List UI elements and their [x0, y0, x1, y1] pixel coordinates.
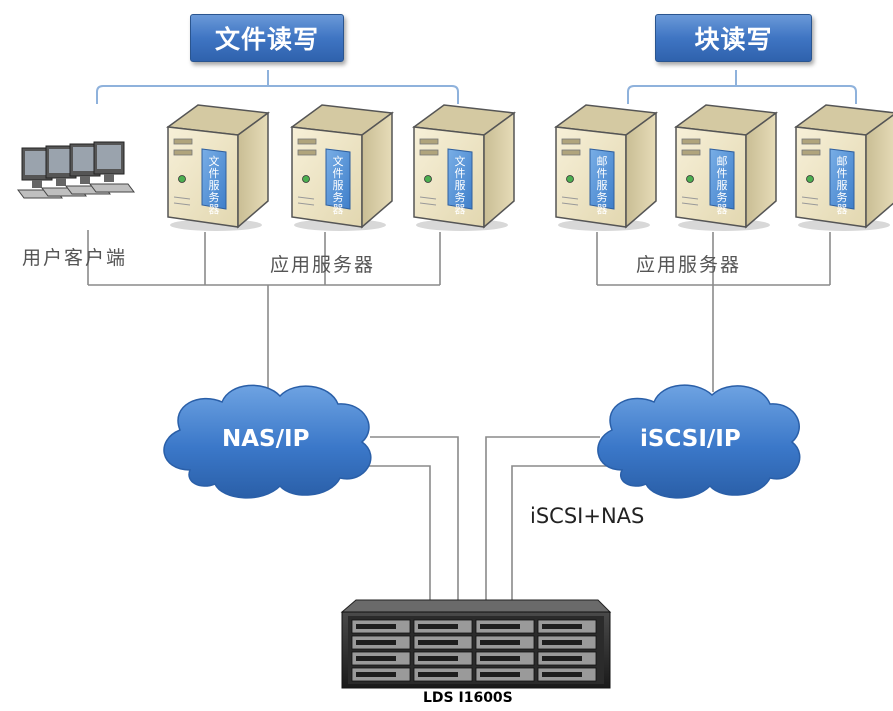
- file-server-2-screen-text: 文件服务器: [333, 154, 344, 216]
- mail-server-2-icon: 邮件服务器: [675, 104, 777, 232]
- file-server-3-icon: 文件服务器: [413, 104, 515, 232]
- app-servers-left-label: 应用服务器: [270, 254, 376, 276]
- iscsi-storage-link-2: [511, 465, 612, 600]
- mail-server-1-screen-text: 邮件服务器: [597, 155, 608, 216]
- block-rw-title: 块读写: [655, 14, 812, 62]
- mail-server-3-icon: 邮件服务器: [795, 104, 893, 232]
- iscsi-ip-label: iSCSI/IP: [640, 426, 741, 452]
- iscsi-ip-cloud: [597, 384, 801, 499]
- mail-server-3-screen-text: 邮件服务器: [837, 155, 848, 216]
- file-rw-bracket: [96, 70, 459, 104]
- lds-storage-array-icon: [340, 599, 612, 689]
- user-client-icon: [17, 141, 135, 199]
- file-rw-title: 文件读写: [190, 14, 344, 62]
- storage-device-label: LDS I1600S: [423, 690, 513, 706]
- mail-server-1-icon: 邮件服务器: [555, 104, 657, 232]
- file-server-2-icon: 文件服务器: [291, 104, 393, 232]
- file-server-3-screen-text: 文件服务器: [455, 154, 466, 216]
- app-servers-right-label: 应用服务器: [636, 254, 742, 276]
- nas-storage-link-2: [350, 465, 431, 600]
- connection-lines: [87, 230, 831, 600]
- file-server-1-screen-text: 文件服务器: [209, 154, 220, 216]
- nas-ip-cloud: [163, 384, 372, 499]
- file-server-1-icon: 文件服务器: [167, 104, 269, 232]
- iscsi-nas-link-label: iSCSI+NAS: [530, 504, 645, 528]
- user-client-label: 用户客户端: [22, 247, 128, 269]
- nas-storage-link-1: [370, 436, 459, 600]
- iscsi-storage-link-1: [485, 436, 600, 600]
- block-rw-bracket: [627, 70, 857, 104]
- mail-server-2-screen-text: 邮件服务器: [717, 155, 728, 216]
- nas-ip-label: NAS/IP: [222, 426, 310, 452]
